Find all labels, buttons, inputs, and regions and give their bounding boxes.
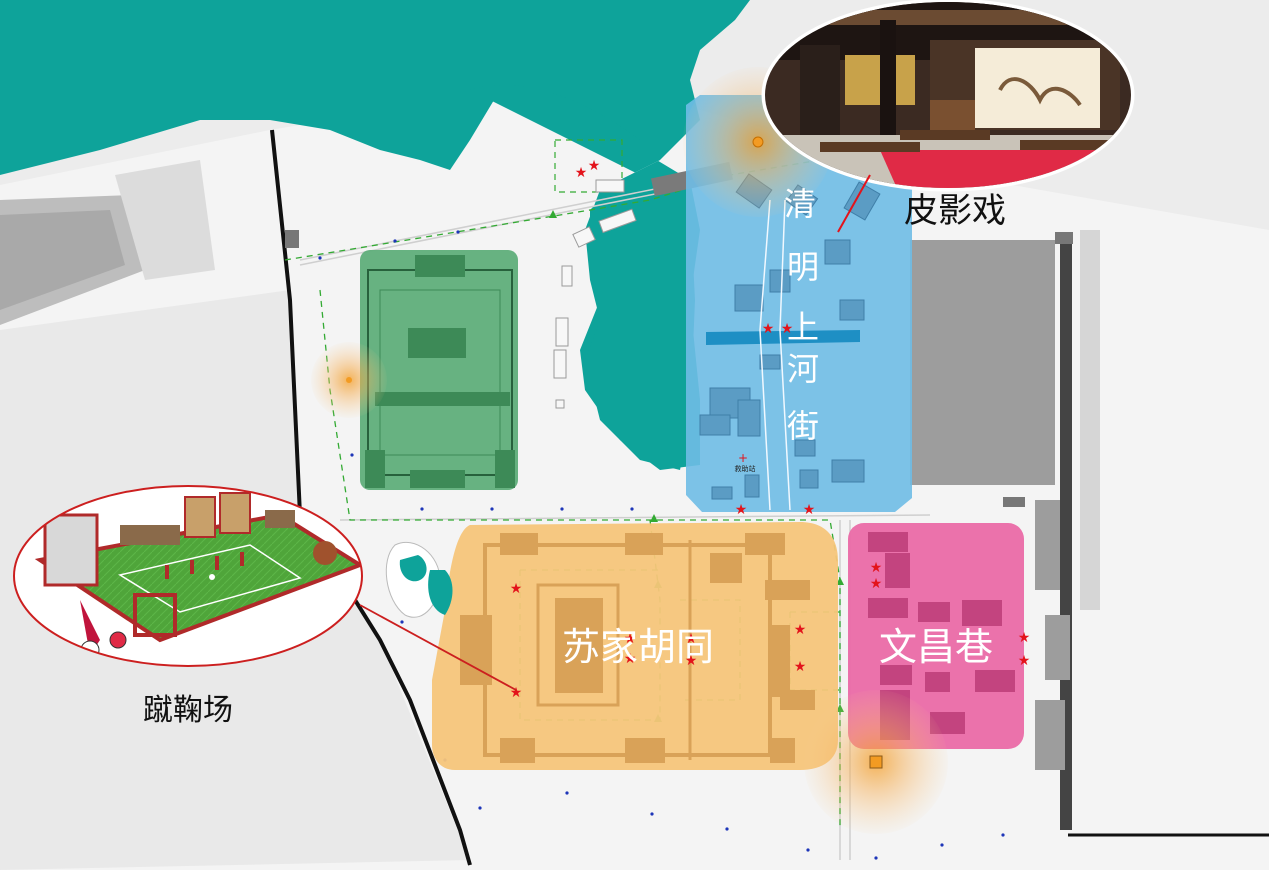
gate-post: [285, 230, 299, 248]
cuju-label: 蹴鞠场: [143, 693, 233, 728]
wenchang-label: 文昌巷: [879, 625, 993, 669]
callout-pointer: [359, 604, 517, 691]
road-outline: [299, 179, 931, 860]
sujia-label: 苏家胡同: [562, 625, 714, 669]
building-strip: [1035, 500, 1060, 590]
lamp-dots: [318, 230, 1005, 860]
building-gray: [910, 240, 1055, 485]
svg-text:★: ★: [870, 560, 883, 576]
shadow-play-callout[interactable]: 皮影戏: [760, 0, 1140, 233]
svg-text:★: ★: [1018, 630, 1031, 646]
green-court-zone[interactable]: [360, 250, 518, 490]
gate-post: [1003, 497, 1025, 507]
svg-text:★: ★: [588, 158, 601, 174]
svg-text:★: ★: [762, 321, 775, 337]
svg-text:★: ★: [510, 581, 523, 597]
poi-markers[interactable]: ★★ ★★ ★★ ★★★ ★★ ★★ ★ ★★ ★★: [510, 158, 1031, 701]
svg-text:★: ★: [685, 631, 698, 647]
svg-text:★: ★: [735, 502, 748, 518]
callout-pointer: [837, 174, 871, 233]
qingming-char: 明: [787, 248, 819, 286]
svg-text:★: ★: [624, 651, 637, 667]
first-aid-station[interactable]: + 救助站: [735, 451, 756, 473]
qingming-label: 清 明 上 河 街: [784, 185, 819, 445]
red-cross-icon: +: [738, 451, 748, 465]
platform: [1080, 230, 1100, 610]
qingming-char: 清: [784, 185, 816, 223]
hotspot-center: [346, 377, 352, 383]
shadow-play-image: [765, 2, 1131, 188]
gate-post: [1055, 232, 1073, 244]
shadow-play-label: 皮影戏: [904, 191, 1006, 231]
first-aid-label: 救助站: [735, 464, 756, 473]
svg-text:★: ★: [575, 165, 588, 181]
pond: [428, 570, 453, 615]
cuju-callout[interactable]: 蹴鞠场: [13, 485, 517, 728]
svg-text:★: ★: [803, 502, 816, 518]
building-strip: [1045, 615, 1070, 680]
small-buildings: [553, 179, 637, 409]
walking-path-loop: [554, 139, 623, 193]
svg-text:★: ★: [794, 622, 807, 638]
sujia-zone[interactable]: [432, 522, 838, 770]
svg-text:★: ★: [1018, 653, 1031, 669]
hotspot-center: [869, 755, 883, 769]
building-strip: [1035, 700, 1065, 770]
lake-inlet: [470, 85, 695, 470]
cuju-field-image: [14, 486, 362, 666]
rail-track: [1060, 235, 1072, 830]
qingming-char: 上: [787, 308, 819, 346]
svg-text:★: ★: [794, 659, 807, 675]
pond: [399, 555, 427, 582]
hotspot-center: [752, 136, 764, 148]
parking-lot-2: [115, 160, 215, 280]
svg-text:★: ★: [685, 653, 698, 669]
svg-text:★: ★: [870, 576, 883, 592]
qingming-char: 河: [787, 350, 819, 388]
lake: [0, 0, 750, 470]
parking-lot-inner: [0, 210, 125, 310]
qingming-char: 街: [787, 407, 819, 445]
svg-text:★: ★: [624, 631, 637, 647]
svg-text:★: ★: [781, 321, 794, 337]
